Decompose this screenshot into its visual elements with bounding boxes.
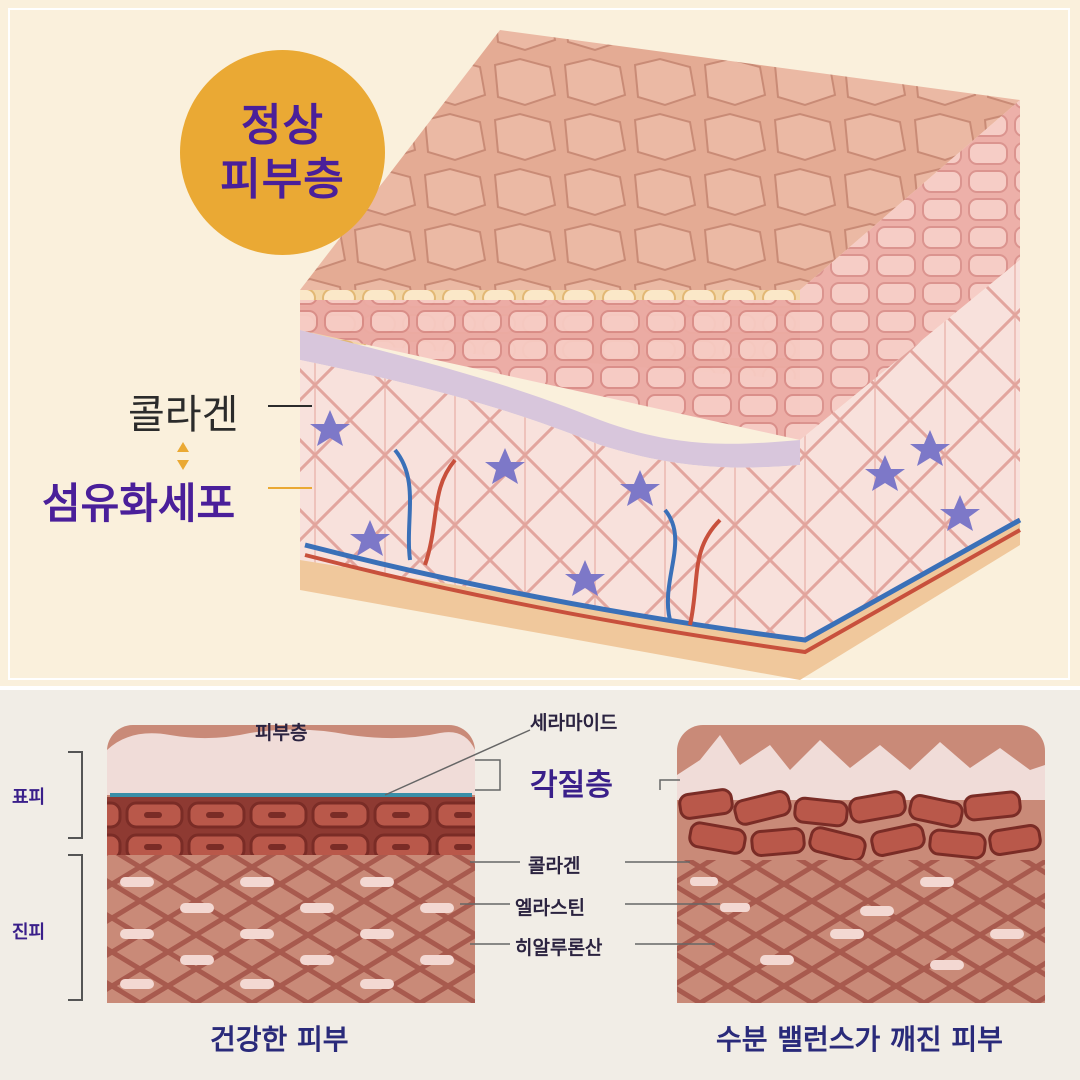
top-panel-frame <box>8 8 1070 680</box>
badge-line-1: 정상 <box>241 99 324 151</box>
skin-block-illustration <box>177 30 1022 680</box>
badge-line-2: 피부층 <box>220 153 345 205</box>
broken-skin-caption: 수분 밸런스가 깨진 피부 <box>716 1023 1003 1056</box>
fibroblast-label: 섬유화세포 <box>42 479 236 528</box>
epidermis-label: 표피 <box>12 787 46 808</box>
elastin-label: 엘라스틴 <box>515 897 585 919</box>
dermis-label: 진피 <box>12 922 46 943</box>
healthy-skin-panel <box>107 725 475 1003</box>
panel-divider <box>0 686 1080 690</box>
normal-skin-badge: 정상 피부층 <box>180 50 385 255</box>
skin-layer-label: 피부층 <box>255 722 308 744</box>
collagen-label: 콜라겐 <box>128 392 239 438</box>
broken-skin-panel <box>677 725 1045 1003</box>
stratum-corneum-label: 각질층 <box>530 768 613 803</box>
ceramide-label: 세라마이드 <box>530 712 618 734</box>
collagen-bottom-label: 콜라겐 <box>528 855 581 877</box>
healthy-skin-caption: 건강한 피부 <box>210 1023 349 1056</box>
hyaluronic-acid-label: 히알루론산 <box>515 937 603 959</box>
